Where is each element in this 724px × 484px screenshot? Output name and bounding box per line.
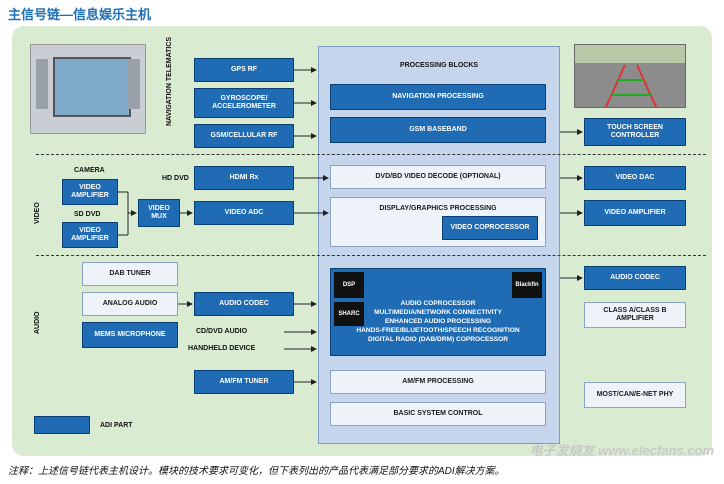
- camera-label: CAMERA: [74, 167, 105, 174]
- video-amplifier-camera-block: VIDEO AMPLIFIER: [62, 179, 118, 205]
- section-divider: [36, 255, 706, 256]
- head-unit-photo: [30, 44, 146, 134]
- feature-line: MULTIMEDIA/NETWORK CONNECTIVITY: [374, 308, 502, 316]
- mems-microphone-block: MEMS MICROPHONE: [82, 322, 178, 348]
- gps-rf-block: GPS RF: [194, 58, 294, 82]
- feature-line: HANDS-FREE/BLUETOOTH/SPEECH RECOGNITION: [356, 326, 520, 334]
- hd-dvd-label: HD DVD: [162, 175, 189, 182]
- video-coprocessor-block: VIDEO COPROCESSOR: [442, 216, 538, 240]
- sd-dvd-label: SD DVD: [74, 211, 101, 218]
- audio-codec-output-block: AUDIO CODEC: [584, 266, 686, 290]
- video-amplifier-sd-dvd-block: VIDEO AMPLIFIER: [62, 222, 118, 248]
- section-divider: [36, 154, 706, 155]
- sharc-logo: SHARC: [334, 302, 364, 326]
- am-fm-processing-block: AM/FM PROCESSING: [330, 370, 546, 394]
- page-title: 主信号链—信息娱乐主机: [8, 7, 152, 22]
- audio-codec-input-block: AUDIO CODEC: [194, 292, 294, 316]
- am-fm-tuner-block: AM/FM TUNER: [194, 370, 294, 394]
- basic-system-control-block: BASIC SYSTEM CONTROL: [330, 402, 546, 426]
- video-dac-block: VIDEO DAC: [584, 166, 686, 190]
- rear-camera-view-photo: [574, 44, 686, 108]
- gsm-cellular-rf-block: GSM/CELLULAR RF: [194, 124, 294, 148]
- hdmi-rx-block: HDMI Rx: [194, 166, 294, 190]
- analog-audio-block: ANALOG AUDIO: [82, 292, 178, 316]
- touch-screen-controller-block: TOUCH SCREEN CONTROLLER: [584, 118, 686, 146]
- handheld-device-label: HANDHELD DEVICE: [188, 345, 256, 352]
- video-adc-block: VIDEO ADC: [194, 201, 294, 225]
- most-can-enet-phy-block: MOST/CAN/E-NET PHY: [584, 382, 686, 408]
- cd-dvd-audio-label: CD/DVD AUDIO: [196, 328, 248, 335]
- gsm-baseband-block: GSM BASEBAND: [330, 117, 546, 143]
- watermark: 电子发烧友 www.elecfans.com: [529, 443, 714, 458]
- audio-coprocessor-block: [330, 268, 546, 356]
- dsp-logo: DSP: [334, 272, 364, 298]
- processing-blocks-title: PROCESSING BLOCKS: [399, 62, 479, 69]
- class-ab-amplifier-block: CLASS A/CLASS B AMPLIFIER: [584, 302, 686, 328]
- gyroscope-accelerometer-block: GYROSCOPE/ ACCELEROMETER: [194, 88, 294, 118]
- video-mux-block: VIDEO MUX: [138, 199, 180, 227]
- video-amplifier-output-block: VIDEO AMPLIFIER: [584, 200, 686, 226]
- feature-line: ENHANCED AUDIO PROCESSING: [385, 317, 491, 325]
- footnote: 注释：上述信号链代表主机设计。模块的技术要求可变化，但下表列出的产品代表满足部分…: [8, 466, 505, 477]
- dab-tuner-block: DAB TUNER: [82, 262, 178, 286]
- dvd-bd-video-decode-block: DVD/BD VIDEO DECODE (OPTIONAL): [330, 165, 546, 189]
- blackfin-logo: Blackfin: [512, 272, 542, 298]
- legend-adi-part-label: ADI PART: [100, 422, 133, 429]
- audio-coprocessor-features: AUDIO COPROCESSOR MULTIMEDIA/NETWORK CON…: [330, 300, 546, 344]
- feature-line: AUDIO COPROCESSOR: [400, 300, 476, 307]
- navigation-processing-block: NAVIGATION PROCESSING: [330, 84, 546, 110]
- legend-adi-swatch: [34, 416, 90, 434]
- feature-line: DIGITAL RADIO (DAB/DRM) COPROCESSOR: [367, 335, 509, 343]
